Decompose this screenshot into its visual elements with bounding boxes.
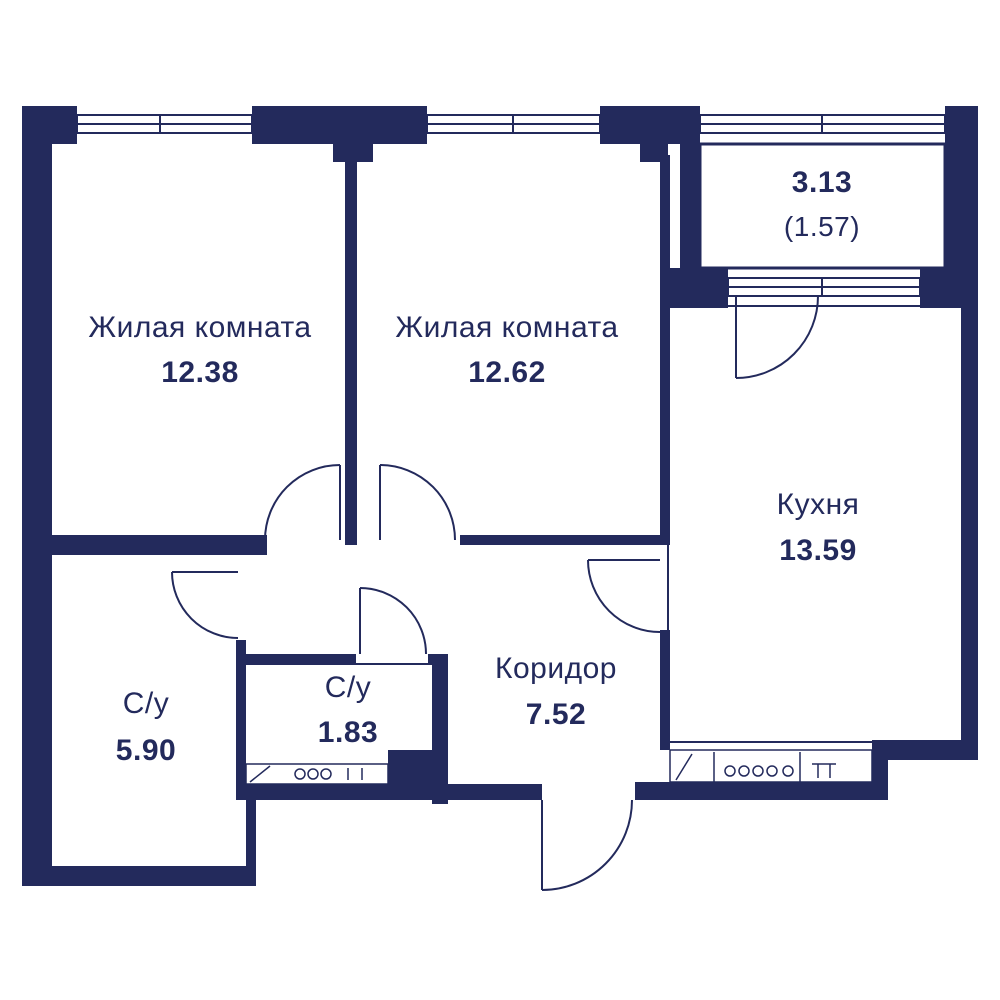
windows [76,114,946,297]
living-room-2-name: Жилая комната [395,311,618,344]
bathroom-small-name: С/у [325,671,372,704]
door-balcony [735,295,819,379]
living-room-2-area: 12.62 [468,356,546,389]
door-entrance [541,799,633,891]
wall-right [962,300,978,746]
pillar-kitchen-top-right [920,268,978,308]
corridor-area: 7.52 [526,698,586,731]
door-bath-large [171,571,239,639]
balcony-sub-area: (1.57) [784,211,860,242]
fixtures [245,749,873,785]
wall-left [22,106,52,886]
living-room-1-area: 12.38 [161,356,239,389]
door-living-1 [264,464,341,541]
kitchen-area: 13.59 [779,534,857,567]
wall-bath-small-top [236,654,356,664]
doors [171,295,819,891]
walls [22,106,978,886]
bathroom-large-area: 5.90 [116,734,176,767]
door-living-2 [379,464,456,541]
window-living-1 [76,114,253,134]
wall-top-mid-1 [252,106,427,144]
window-living-2 [426,114,601,134]
wall-bath-large-right [246,790,256,886]
balcony-area: 3.13 [792,166,852,199]
room-labels: Жилая комната 12.38 Жилая комната 12.62 … [88,166,860,767]
door-bath-small [359,587,427,655]
wall-under-living1 [52,535,267,555]
wall-kitchen-left [660,630,670,750]
kitchen-outline [667,305,963,743]
wall-right-lower [880,740,978,760]
balcony-outline [698,142,947,270]
corridor-name: Коридор [495,652,617,685]
bathroom-large-name: С/у [123,687,170,720]
door-kitchen [587,559,661,633]
wall-living2-right [660,155,670,545]
pillar-balcony-left [680,106,700,306]
living-room-1-name: Жилая комната [88,311,311,344]
window-balcony [699,114,946,134]
wall-under-living2 [460,535,670,545]
room-outlines [246,305,963,790]
bathroom-small-area: 1.83 [318,716,378,749]
wall-partition-living [345,155,357,545]
window-kitchen [727,277,921,297]
kitchen-name: Кухня [777,488,860,521]
wall-bath-right [236,640,246,800]
wall-bottom-left [22,866,254,886]
wall-bottom-right [635,782,888,800]
pillar-1 [333,140,373,162]
wall-bath-bottom [236,784,436,800]
pillar-kitchen-top [668,268,728,308]
wall-bottom-stub [432,784,542,800]
